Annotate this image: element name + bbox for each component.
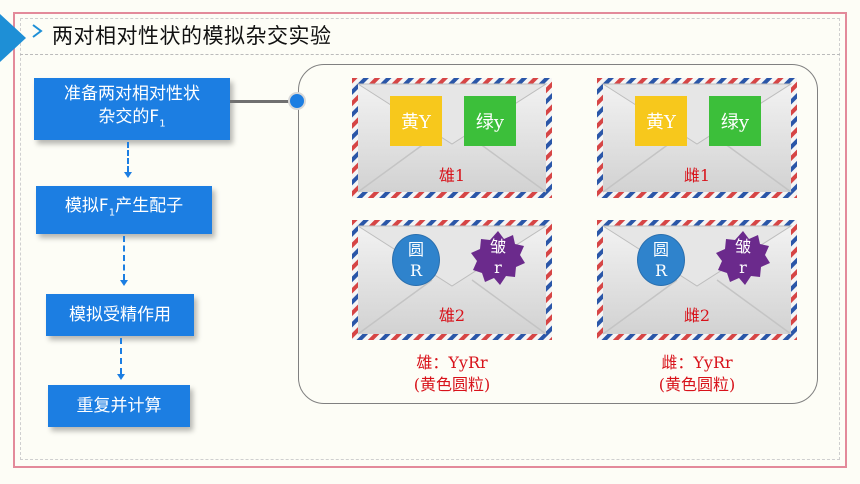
tag-green-y: 绿y (709, 96, 761, 146)
envelope-panel (298, 64, 818, 404)
step-gametes[interactable]: 模拟F1产生配子 (36, 186, 212, 234)
tag-yellow-Y: 黄Y (390, 96, 442, 146)
envelope-male-1[interactable]: 黄Y 绿y 雄1 (352, 78, 552, 198)
chevron-right-icon (32, 24, 43, 38)
tag-yellow-Y: 黄Y (635, 96, 687, 146)
tag-green-y: 绿y (464, 96, 516, 146)
step-fertilization[interactable]: 模拟受精作用 (46, 294, 194, 336)
step-prepare-line1: 准备两对相对性状 (64, 83, 200, 104)
flow-arrow-icon (120, 280, 128, 286)
flow-arrow-icon (117, 374, 125, 380)
flow-connector (127, 142, 129, 172)
step-repeat-calc[interactable]: 重复并计算 (48, 385, 190, 427)
step-prepare-line2: 杂交的F1 (98, 106, 166, 130)
envelope-female-1[interactable]: 黄Y 绿y 雌1 (597, 78, 797, 198)
flow-arrow-icon (124, 172, 132, 178)
step-prepare-f1[interactable]: 准备两对相对性状 杂交的F1 (34, 78, 230, 140)
step-repeat-label: 重复并计算 (76, 395, 162, 416)
panel-connector (230, 100, 298, 103)
genotype-female-line1: 雌：YyRr (661, 353, 733, 372)
title-divider (20, 54, 840, 55)
envelope-label: 雄1 (438, 166, 466, 185)
genotype-male: 雄：YyRr (黄色圆粒) (352, 352, 552, 396)
genotype-female: 雌：YyRr (黄色圆粒) (597, 352, 797, 396)
genotype-male-line1: 雄：YyRr (416, 353, 488, 372)
connector-dot (288, 92, 306, 110)
step-gametes-label: 模拟F1产生配子 (64, 196, 184, 219)
outer-frame (13, 12, 847, 468)
envelope-label: 雌1 (683, 166, 711, 185)
step-fertilization-label: 模拟受精作用 (69, 304, 171, 325)
flow-connector (120, 338, 122, 374)
page-title: 两对相对性状的模拟杂交实验 (52, 24, 332, 48)
envelope-label: 雌2 (683, 306, 711, 325)
genotype-male-line2: (黄色圆粒) (413, 375, 491, 394)
inner-frame (20, 18, 840, 460)
wrinkled-star-icon (716, 231, 770, 285)
flow-connector (123, 236, 125, 280)
genotype-female-line2: (黄色圆粒) (658, 375, 736, 394)
wrinkled-star-icon (471, 231, 525, 285)
envelope-label: 雄2 (438, 306, 466, 325)
